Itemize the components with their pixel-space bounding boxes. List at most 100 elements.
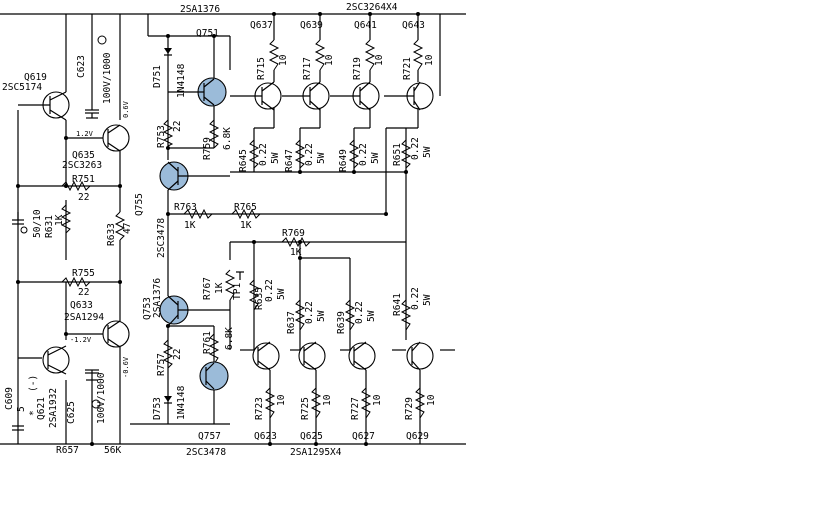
label-2sc3478: 2SC3478 [156,218,167,258]
q643-symbol [384,81,434,111]
label-v12n: -1.2V [70,336,92,344]
label-c609-sign: (-) [28,375,39,392]
label-r729: R729 [404,397,415,420]
label-c623: C623 [76,55,87,78]
label-r759-val: 6.8K [222,127,233,150]
label-2sa1932: 2SA1932 [48,388,59,428]
diode-symbols [164,48,172,404]
r757-symbol [162,339,174,369]
c609-symbol [12,425,24,431]
label-r757-val: 22 [172,349,183,360]
label-q753: Q753 [142,297,153,320]
label-r767: R767 [202,277,213,300]
label-r633-val: 47 [122,223,133,234]
q633-symbol [102,320,130,348]
q625-symbol [298,341,326,371]
label-r759: R759 [202,137,213,160]
label-r769: R769 [282,228,305,239]
label-d751: D751 [152,65,163,88]
r763-symbol [183,208,213,220]
label-r639-w: 5W [366,310,377,322]
label-q619: Q619 [24,72,47,83]
label-1n4148-bottom: 1N4148 [176,385,187,420]
label-2sc3263: 2SC3263 [62,160,102,171]
label-q635: Q635 [72,150,95,161]
r755-symbol [61,276,91,288]
q753-symbol [159,295,230,327]
label-r719-val: 10 [374,54,385,66]
wiring [18,14,455,444]
label-c623-val: 100V/1000 [102,52,113,104]
q757-symbol [199,361,229,391]
r715-symbol [268,39,280,71]
power-rails [0,13,466,445]
label-q639: Q639 [300,20,323,31]
label-q623: Q623 [254,431,277,442]
label-c625-val: 100V/1000 [96,372,107,424]
label-r647: R647 [284,149,295,172]
label-r715-val: 10 [278,54,289,66]
label-top-2sa1376: 2SA1376 [180,4,220,15]
label-r633: R633 [106,223,117,246]
label-q637: Q637 [250,20,273,31]
label-r641-val: 0.22 [410,287,421,310]
r727-symbol [360,387,372,419]
r647-symbol [294,139,306,169]
r725-symbol [310,387,322,419]
r723-symbol [264,387,276,419]
transistor-symbols [18,77,434,391]
label-q633: Q633 [70,300,93,311]
r759-symbol [208,119,220,149]
label-r763: R763 [174,202,197,213]
r765-symbol [231,208,261,220]
label-r717-val: 10 [324,54,335,66]
d753-symbol [164,396,172,404]
label-q641: Q641 [354,20,377,31]
label-r639: R639 [336,311,347,334]
label-r751: R751 [72,174,95,185]
label-d753: D753 [152,397,163,420]
label-2sa1294: 2SA1294 [64,312,104,323]
label-r767-val: 1K [214,282,225,294]
label-r727-val: 10 [372,394,383,406]
label-r637: R637 [286,311,297,334]
q629-symbol [406,341,434,371]
r631-symbol [60,204,72,234]
label-r769-val: 1K [290,247,302,258]
r729-symbol [414,387,426,419]
label-top-2sc3264: 2SC3264X4 [346,2,398,13]
q623-symbol [252,341,280,371]
label-r729-val: 10 [426,394,437,406]
r719-symbol [364,39,376,71]
c623-symbol [85,35,107,119]
c625-symbol [85,369,101,409]
r761-symbol [208,333,220,365]
label-r755-val: 22 [78,287,89,298]
label-r647-val: 0.22 [304,143,315,166]
label-r645-w: 5W [270,152,281,164]
labels: 2SA1376 2SC3264X4 Q637 Q639 Q641 Q643 Q7… [2,2,437,458]
label-r719: R719 [352,57,363,80]
q619-symbol [18,91,70,121]
label-r647-w: 5W [316,152,327,164]
label-tp1: TP1 [232,283,243,300]
label-r649: R649 [338,149,349,172]
label-2sc5174: 2SC5174 [2,82,42,93]
label-r645-val: 0.22 [258,143,269,166]
label-r763-val: 1K [184,220,196,231]
label-r755: R755 [72,268,95,279]
resistor-symbols [60,39,426,419]
r651-symbol [400,139,412,169]
label-1n4148-top: 1N4148 [176,63,187,98]
q621-symbol [42,345,70,375]
r635-symbol [248,279,260,311]
label-r649-w: 5W [370,152,381,164]
q635-symbol [102,124,130,152]
r767-symbol [224,269,236,301]
label-c631-val: 50/10 [32,209,43,238]
label-r753: R753 [156,125,167,148]
label-56k: 56K [104,445,121,456]
label-q755: Q755 [134,193,145,216]
r721-symbol [412,39,424,71]
